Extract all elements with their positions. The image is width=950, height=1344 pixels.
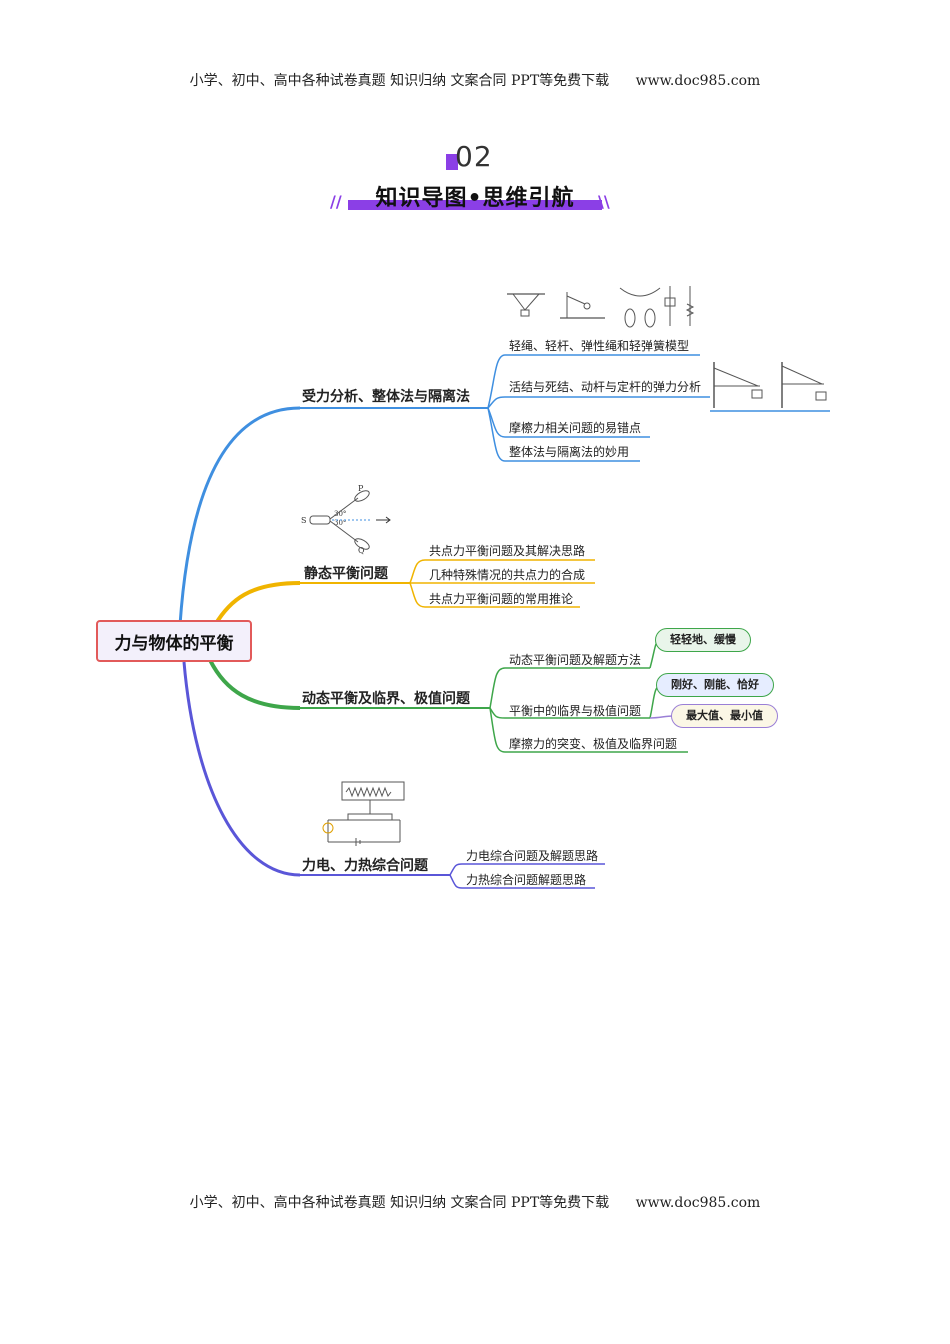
branch-4-item-2[interactable]: 力热综合问题解题思路 bbox=[466, 873, 587, 887]
connector-branch-3 bbox=[208, 659, 301, 710]
connector-branch-1-item-1 bbox=[487, 354, 700, 409]
banner-highlight-bar bbox=[348, 200, 602, 210]
branch-2-item-3[interactable]: 共点力平衡问题的常用推论 bbox=[429, 592, 574, 606]
section-title: 知识导图•思维引航 bbox=[375, 186, 575, 211]
branch-4-label[interactable]: 力电、力热综合问题 bbox=[302, 858, 428, 874]
tag-just: 刚好、刚能、恰好 bbox=[656, 673, 774, 697]
footer-text: 小学、初中、高中各种试卷真题 知识归纳 文案合同 PPT等免费下载 bbox=[189, 1195, 610, 1211]
header-text: 小学、初中、高中各种试卷真题 知识归纳 文案合同 PPT等免费下载 bbox=[189, 73, 610, 89]
tag-max-min: 最大值、最小值 bbox=[671, 704, 778, 728]
boat-label-p: P bbox=[358, 484, 364, 493]
branch-1-item-3[interactable]: 摩檫力相关问题的易错点 bbox=[509, 421, 642, 435]
section-number: 02 bbox=[455, 140, 493, 173]
connector-tag-3 bbox=[649, 715, 674, 719]
mindmap-root[interactable]: 力与物体的平衡 bbox=[96, 620, 252, 662]
boat-angle-upper: 30° bbox=[334, 510, 346, 518]
connector-branch-2 bbox=[213, 581, 301, 627]
connector-branch-2-item-1 bbox=[409, 559, 595, 584]
section-banner: 知识导图•思维引航 bbox=[340, 180, 610, 214]
pulley-rod-illustration bbox=[713, 362, 827, 408]
branch-3-label[interactable]: 动态平衡及临界、极值问题 bbox=[302, 691, 470, 707]
footer-url[interactable]: www.doc985.com bbox=[635, 1195, 761, 1211]
branch-4-item-1[interactable]: 力电综合问题及解题思路 bbox=[466, 849, 599, 863]
branch-3-item-1[interactable]: 动态平衡问题及解题方法 bbox=[509, 653, 642, 667]
branch-3-item-2[interactable]: 平衡中的临界与极值问题 bbox=[509, 704, 642, 718]
rope-spring-models-illustration bbox=[507, 286, 695, 328]
slash-decoration-right: \\ bbox=[598, 192, 610, 211]
page-header: 小学、初中、高中各种试卷真题 知识归纳 文案合同 PPT等免费下载 www.do… bbox=[0, 70, 950, 90]
connector-branch-3-item-2 bbox=[489, 707, 650, 719]
boat-label-q: Q bbox=[358, 546, 365, 555]
connector-branch-1-item-4 bbox=[487, 407, 640, 462]
connector-branch-4-item-1 bbox=[449, 863, 605, 876]
connector-branch-2-item-3 bbox=[409, 582, 580, 608]
slash-decoration-left: // bbox=[330, 192, 342, 211]
connector-branch-1-item-3 bbox=[487, 407, 650, 438]
branch-1-item-4[interactable]: 整体法与隔离法的妙用 bbox=[509, 445, 630, 459]
branch-2-label[interactable]: 静态平衡问题 bbox=[304, 566, 388, 582]
boat-force-illustration: P S Q 30° 30° bbox=[301, 484, 391, 555]
connector-branch-3-item-1 bbox=[489, 667, 650, 709]
connector-branch-4 bbox=[182, 661, 301, 877]
branch-1-item-2[interactable]: 活结与死结、动杆与定杆的弹力分析 bbox=[509, 380, 702, 394]
branch-2-item-2[interactable]: 几种特殊情况的共点力的合成 bbox=[429, 568, 586, 582]
electro-mechanical-circuit-illustration bbox=[322, 781, 405, 846]
connector-branch-1 bbox=[178, 406, 301, 626]
connector-branch-1-item-2 bbox=[487, 396, 710, 409]
branch-3-item-3[interactable]: 摩擦力的突变、极值及临界问题 bbox=[509, 737, 678, 751]
boat-angle-lower: 30° bbox=[334, 519, 346, 527]
branch-1-label[interactable]: 受力分析、整体法与隔离法 bbox=[302, 389, 470, 405]
tag-slowly: 轻轻地、缓慢 bbox=[655, 628, 751, 652]
connector-branch-4-item-2 bbox=[449, 874, 595, 889]
page-footer: 小学、初中、高中各种试卷真题 知识归纳 文案合同 PPT等免费下载 www.do… bbox=[0, 1192, 950, 1212]
branch-2-item-1[interactable]: 共点力平衡问题及其解决思路 bbox=[429, 544, 586, 558]
connector-branch-3-item-3 bbox=[489, 707, 688, 753]
boat-label-s: S bbox=[301, 516, 306, 525]
branch-1-item-1[interactable]: 轻绳、轻杆、弹性绳和轻弹簧模型 bbox=[509, 339, 690, 353]
header-url[interactable]: www.doc985.com bbox=[635, 73, 761, 89]
section-number-marker bbox=[446, 154, 458, 170]
